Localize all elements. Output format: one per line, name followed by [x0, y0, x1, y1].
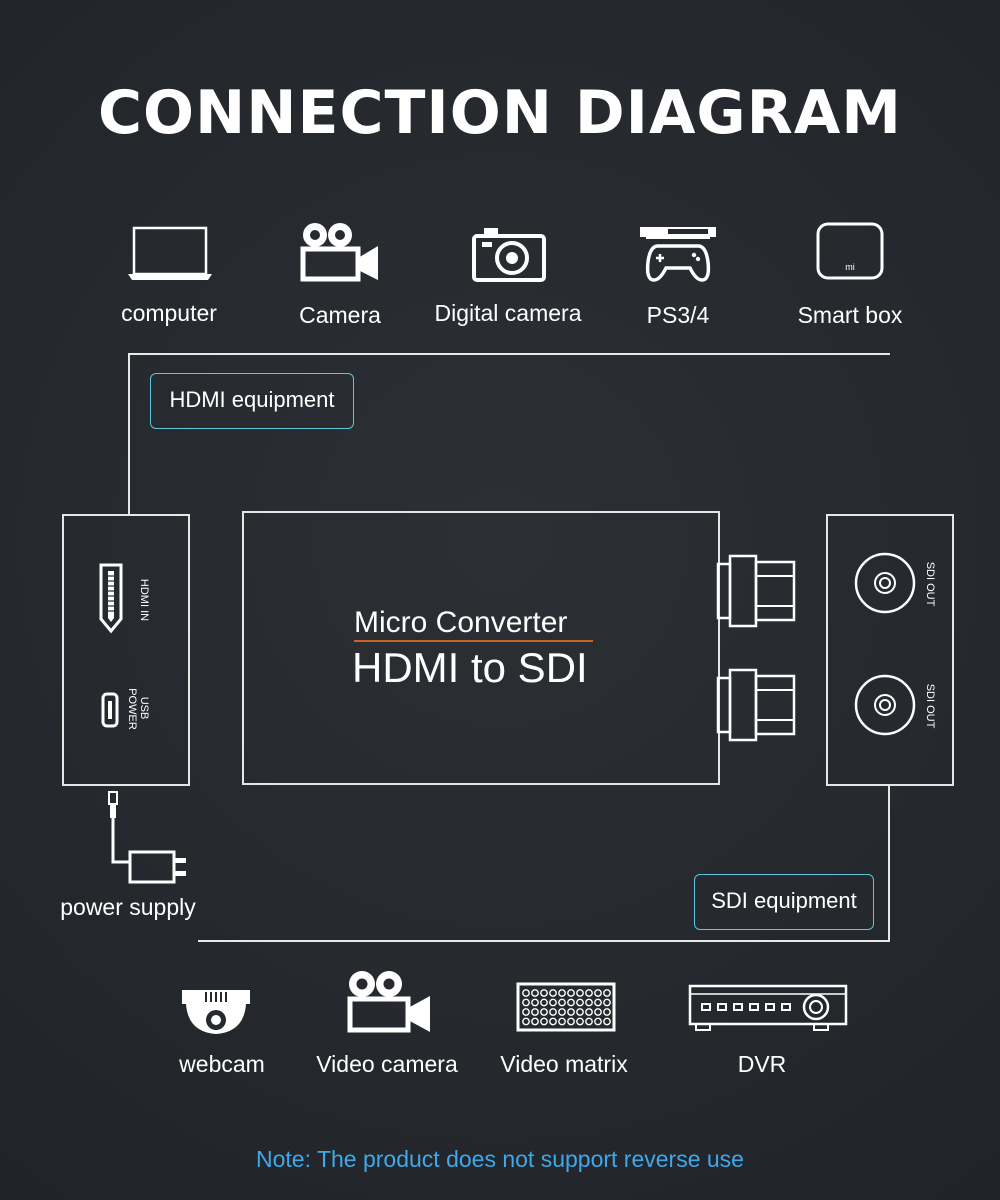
usb-power-label-2: POWER [126, 688, 138, 730]
movie-camera-icon [300, 223, 378, 282]
usb-port-icon [101, 692, 119, 728]
device-label-dvr: DVR [737, 1051, 787, 1077]
converter-line-1: Micro Converter [354, 606, 568, 639]
device-label-video-camera: Video camera [316, 1051, 458, 1077]
smart-box-logo: mi [845, 262, 855, 272]
sdi-out-port-icon [854, 674, 916, 736]
smart-box-icon [816, 222, 884, 280]
movie-camera-icon [347, 971, 430, 1033]
device-label-ps: PS3/4 [646, 302, 710, 328]
device-label-smart-box: Smart box [797, 302, 903, 328]
page-title: CONNECTION DIAGRAM [97, 78, 902, 148]
sdi-out-label-1: SDI OUT [924, 561, 936, 607]
hdmi-port-icon [99, 563, 123, 634]
hdmi-in-label: HDMI IN [138, 578, 150, 622]
video-matrix-icon [516, 982, 616, 1032]
dome-camera-icon [182, 990, 250, 1034]
sdi-out-port-icon [854, 552, 916, 614]
hdmi-bus-line [128, 353, 890, 355]
converter-line-2: HDMI to SDI [352, 644, 588, 691]
sdi-bus-line [198, 940, 890, 942]
digital-camera-icon [472, 228, 546, 282]
sdi-equipment-tag: SDI equipment [694, 874, 874, 930]
bnc-connector-icon [716, 554, 796, 628]
sdi-out-label-2: SDI OUT [924, 683, 936, 729]
sdi-drop-line [888, 786, 890, 942]
device-label-computer: computer [121, 300, 217, 326]
dvr-icon [688, 984, 848, 1031]
game-console-icon [640, 227, 716, 282]
device-label-webcam: webcam [179, 1051, 265, 1077]
power-adapter-icon [108, 791, 186, 884]
hdmi-drop-line [128, 353, 130, 515]
device-label-video-matrix: Video matrix [500, 1051, 628, 1077]
input-panel [62, 514, 190, 786]
laptop-icon [128, 226, 212, 280]
bnc-connector-icon [716, 668, 796, 742]
hdmi-equipment-tag: HDMI equipment [150, 373, 354, 429]
output-panel [826, 514, 954, 786]
reverse-use-note: Note: The product does not support rever… [256, 1146, 744, 1172]
converter-body [242, 511, 720, 785]
usb-power-label-1: USB [138, 696, 150, 720]
device-label-digital-camera: Digital camera [434, 300, 582, 326]
power-supply-label: power supply [60, 894, 196, 920]
device-label-camera: Camera [299, 302, 381, 328]
converter-underline [354, 640, 593, 642]
